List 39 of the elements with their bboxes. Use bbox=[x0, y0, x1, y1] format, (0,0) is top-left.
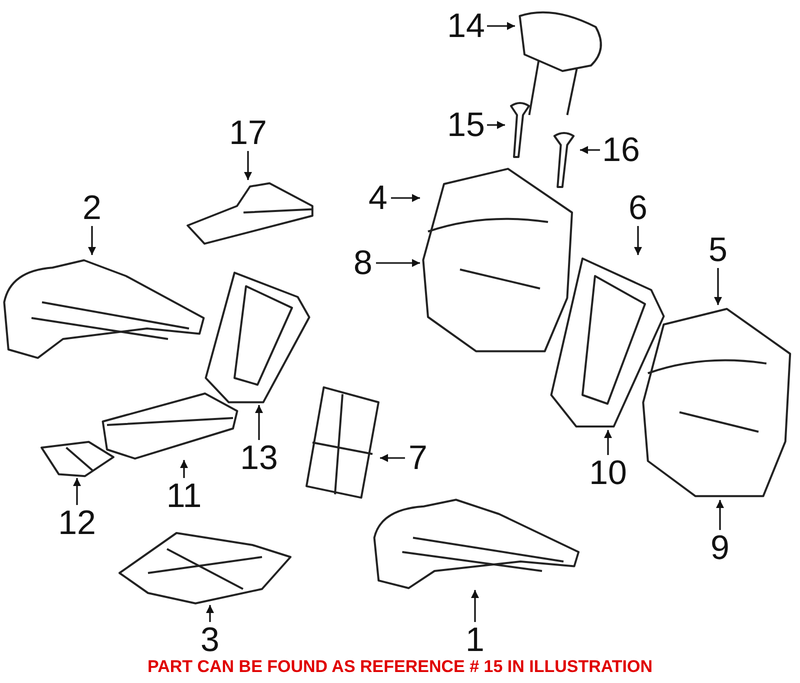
callout-number: 11 bbox=[163, 478, 205, 514]
callout-number: 8 bbox=[350, 245, 376, 281]
leader-arrow bbox=[604, 430, 612, 455]
leader-arrow bbox=[255, 405, 263, 440]
callout-number: 17 bbox=[228, 115, 268, 151]
callout-number: 14 bbox=[445, 8, 487, 44]
leader-arrow bbox=[714, 268, 722, 305]
leader-arrow bbox=[380, 454, 405, 462]
callout-number: 13 bbox=[238, 440, 280, 476]
leader-arrow bbox=[73, 478, 81, 505]
leader-arrow bbox=[391, 194, 420, 202]
leader-arrow bbox=[487, 121, 505, 129]
callout-number: 5 bbox=[705, 232, 731, 268]
leader-arrow bbox=[180, 460, 188, 478]
callout-number: 2 bbox=[80, 190, 104, 226]
leader-arrow bbox=[244, 151, 252, 180]
leader-arrow bbox=[88, 226, 96, 255]
leader-arrow bbox=[206, 605, 214, 622]
callout-number: 12 bbox=[56, 505, 98, 541]
note-text: PART CAN BE FOUND AS REFERENCE # 15 IN ILLUSTRATION bbox=[146, 657, 654, 677]
armrest-drawing bbox=[100, 390, 240, 460]
leader-arrow bbox=[634, 226, 642, 255]
callout-number: 1 bbox=[463, 622, 487, 658]
callout-number: 16 bbox=[600, 132, 642, 168]
leader-arrow bbox=[580, 146, 600, 154]
callout-number: 10 bbox=[587, 455, 629, 491]
leader-arrow bbox=[471, 590, 479, 622]
leader-arrow bbox=[487, 22, 515, 30]
heater-pad-drawing bbox=[305, 385, 380, 500]
callout-number: 7 bbox=[405, 440, 431, 476]
bracket-drawing bbox=[185, 180, 315, 245]
callout-number: 9 bbox=[707, 530, 733, 566]
callout-number: 3 bbox=[198, 622, 222, 658]
callout-number: 4 bbox=[365, 180, 391, 216]
leader-arrow bbox=[716, 500, 724, 530]
callout-number: 6 bbox=[625, 190, 651, 226]
callout-number: 15 bbox=[445, 107, 487, 143]
cup-holder-drawing bbox=[40, 440, 115, 478]
leader-arrow bbox=[376, 259, 420, 267]
